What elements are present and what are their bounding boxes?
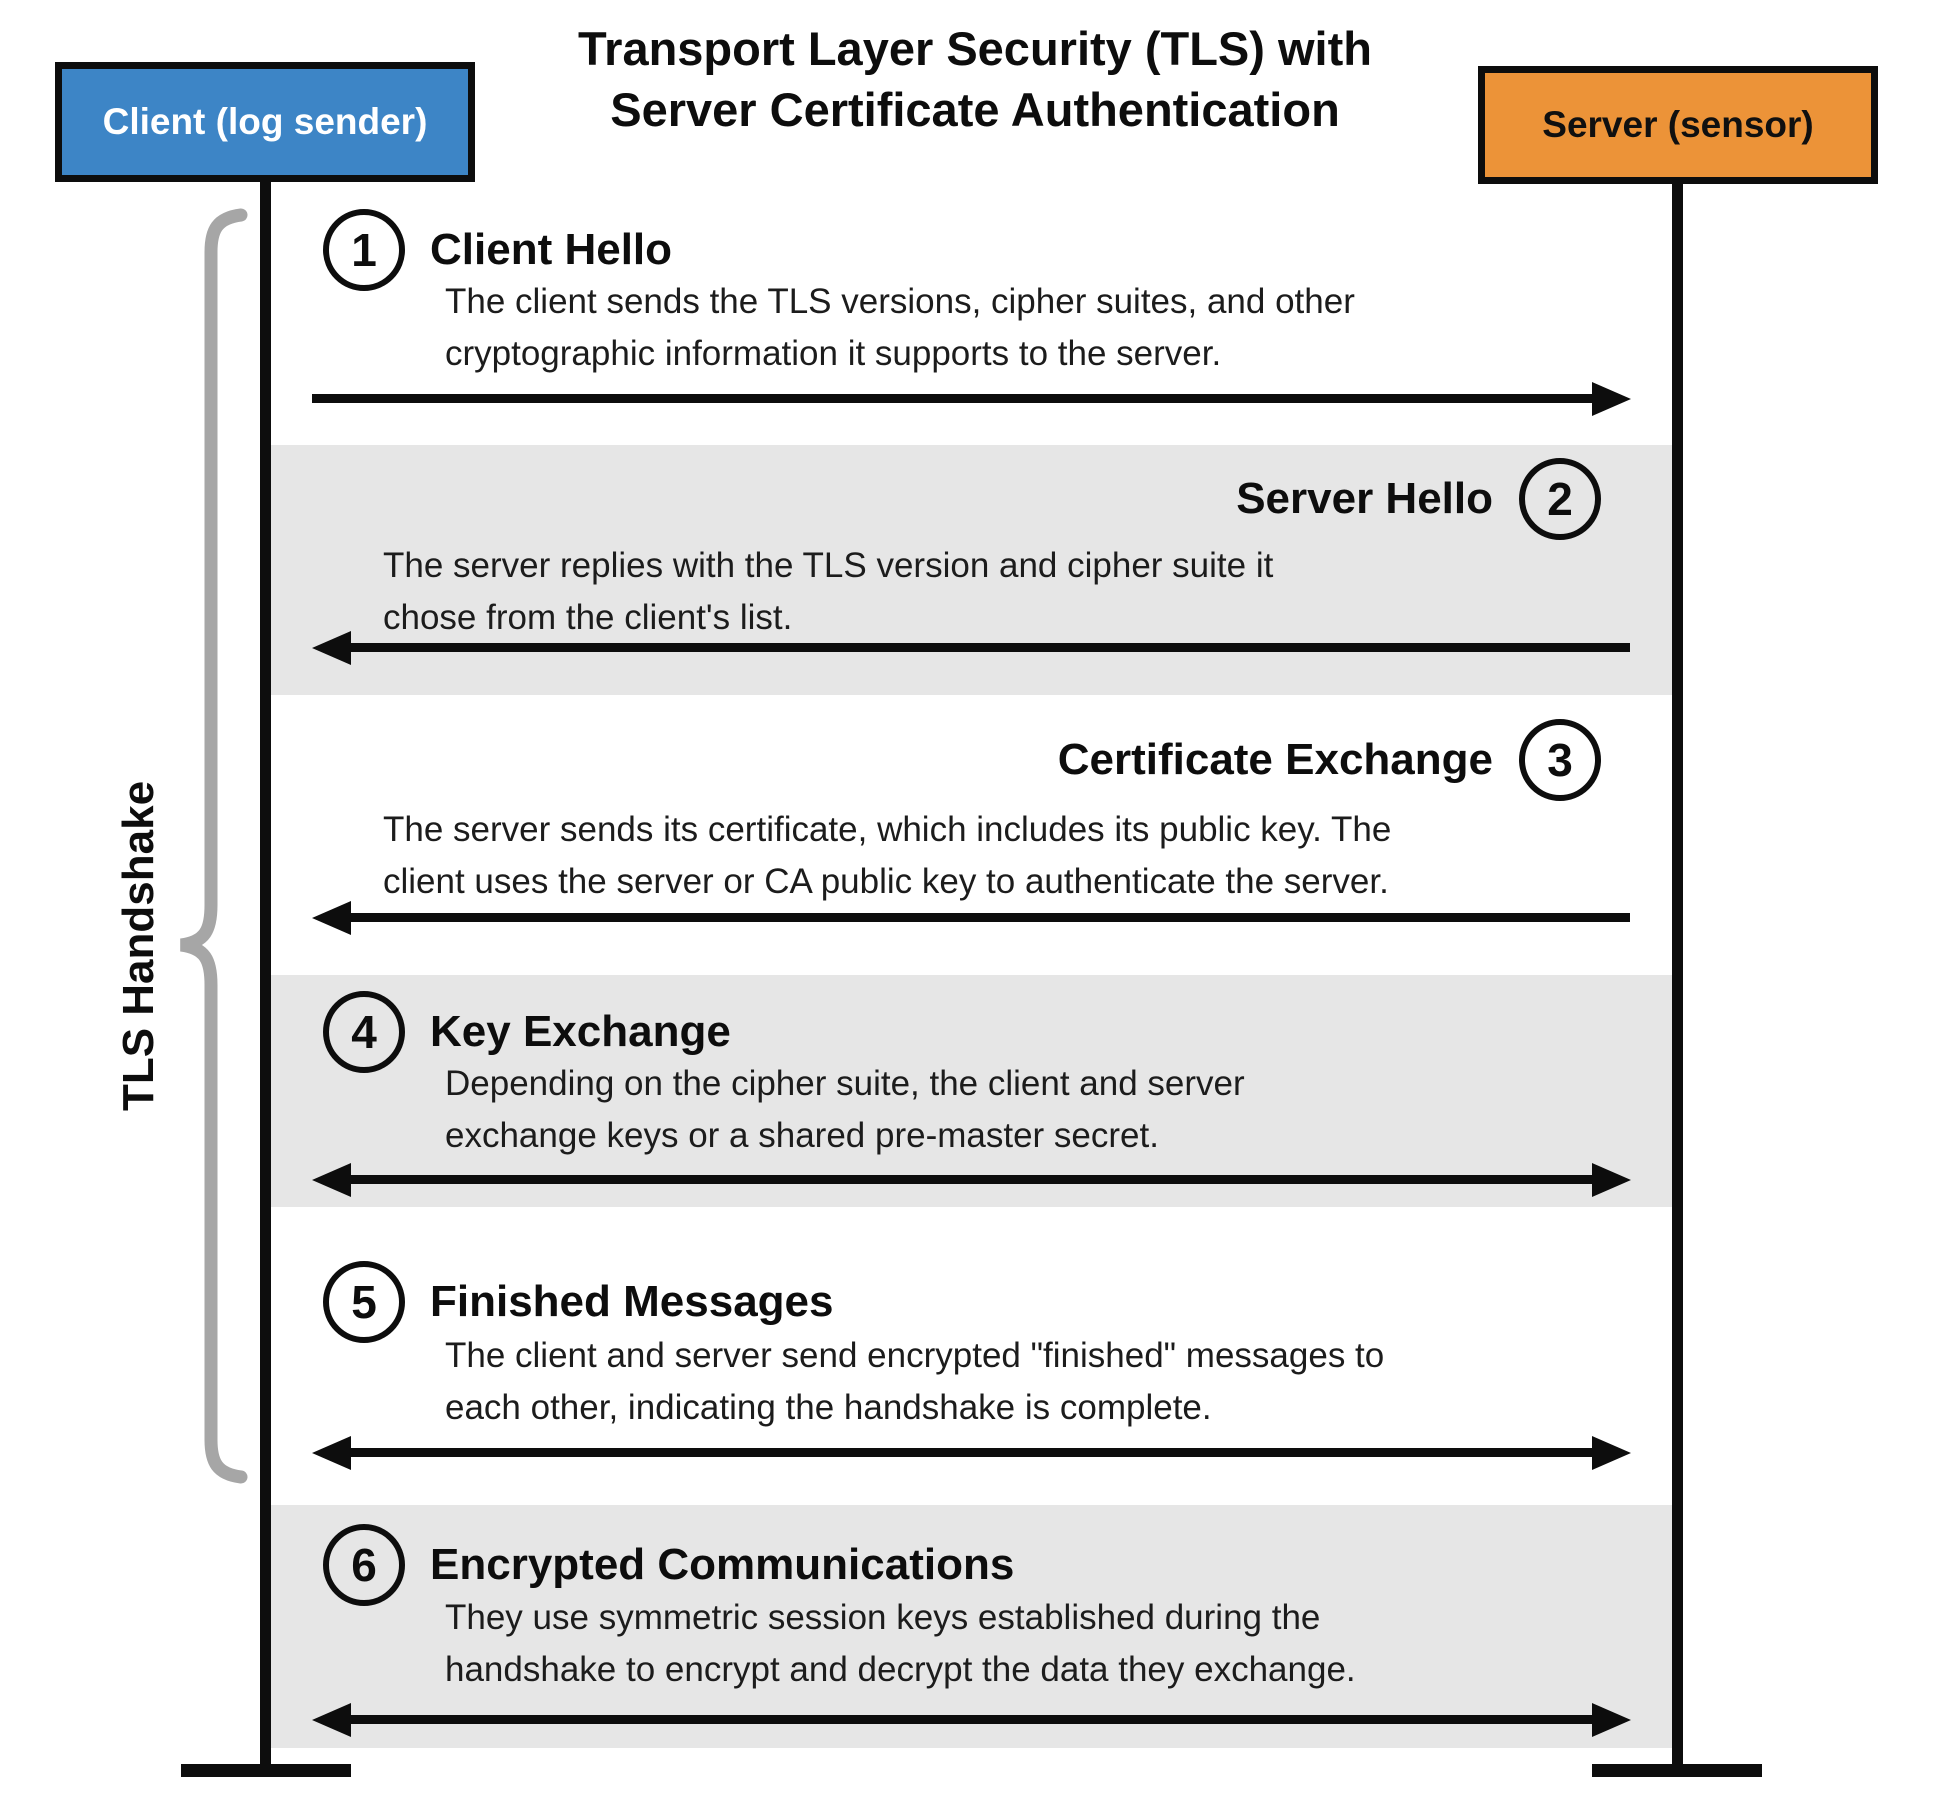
step-3-arrow-line [348, 913, 1630, 922]
server-lifeline-end-cap [1592, 1764, 1762, 1777]
client-lifeline [260, 180, 271, 1777]
step-6-arrow-line [348, 1715, 1595, 1724]
step-1-arrowhead-right-icon [1592, 382, 1631, 416]
step-6-shaded-band [271, 1505, 1673, 1748]
step-4-arrowhead-left-icon [312, 1163, 351, 1197]
step-3-arrowhead-left-icon [312, 901, 351, 935]
step-5-number-badge: 5 [323, 1261, 405, 1343]
step-6-title: Encrypted Communications [430, 1540, 1015, 1589]
client-lifeline-end-cap [181, 1764, 351, 1777]
step-4-shaded-band [271, 975, 1673, 1207]
step-4-desc-line1: Depending on the cipher suite, the clien… [445, 1064, 1245, 1103]
step-1-desc-line1: The client sends the TLS versions, ciphe… [445, 282, 1355, 321]
step-3-desc-line2: client uses the server or CA public key … [383, 862, 1389, 901]
actor-server-label: Server (sensor) [1542, 104, 1814, 145]
page-title-line1: Transport Layer Security (TLS) with [578, 22, 1372, 75]
step-1-description: The client sends the TLS versions, ciphe… [445, 276, 1355, 380]
page-title-line2: Server Certificate Authentication [610, 83, 1340, 136]
step-2-desc-line1: The server replies with the TLS version … [383, 546, 1274, 585]
step-3-number-badge: 3 [1519, 719, 1601, 801]
step-6-arrowhead-right-icon [1592, 1703, 1631, 1737]
actor-server-box: Server (sensor) [1478, 66, 1878, 184]
step-4-number-badge: 4 [323, 991, 405, 1073]
step-5-desc-line1: The client and server send encrypted "fi… [445, 1336, 1385, 1375]
step-6-desc-line2: handshake to encrypt and decrypt the dat… [445, 1650, 1356, 1689]
step-6-arrowhead-left-icon [312, 1703, 351, 1737]
step-4-title: Key Exchange [430, 1007, 731, 1056]
step-1-arrow-line [312, 394, 1595, 403]
step-4-description: Depending on the cipher suite, the clien… [445, 1058, 1245, 1162]
step-1-title: Client Hello [430, 225, 673, 274]
page-title: Transport Layer Security (TLS) with Serv… [0, 18, 1950, 140]
step-6-description: They use symmetric session keys establis… [445, 1592, 1356, 1696]
actor-client-label: Client (log sender) [102, 101, 428, 142]
step-3-title: Certificate Exchange [1057, 735, 1493, 784]
step-5-arrow-line [348, 1448, 1595, 1457]
step-2-shaded-band [271, 445, 1673, 695]
step-1-number-badge: 1 [323, 209, 405, 291]
step-5-arrowhead-right-icon [1592, 1436, 1631, 1470]
step-4-arrow-line [348, 1175, 1595, 1184]
step-4-arrowhead-right-icon [1592, 1163, 1631, 1197]
step-2-arrow-line [348, 643, 1630, 652]
step-4-desc-line2: exchange keys or a shared pre-master sec… [445, 1116, 1159, 1155]
step-2-desc-line2: chose from the client's list. [383, 598, 793, 637]
step-2-arrowhead-left-icon [312, 631, 351, 665]
step-3-description: The server sends its certificate, which … [383, 804, 1391, 908]
step-6-number-badge: 6 [323, 1524, 405, 1606]
step-5-desc-line2: each other, indicating the handshake is … [445, 1388, 1212, 1427]
actor-client-box: Client (log sender) [55, 62, 475, 182]
step-2-title: Server Hello [1236, 474, 1493, 523]
handshake-brace-label: TLS Handshake [114, 780, 163, 1112]
step-6-desc-line1: They use symmetric session keys establis… [445, 1598, 1321, 1637]
step-5-description: The client and server send encrypted "fi… [445, 1330, 1384, 1434]
step-3-desc-line1: The server sends its certificate, which … [383, 810, 1392, 849]
step-2-description: The server replies with the TLS version … [383, 540, 1273, 644]
step-2-number-badge: 2 [1519, 458, 1601, 540]
server-lifeline [1672, 182, 1683, 1777]
step-5-title: Finished Messages [430, 1277, 834, 1326]
step-5-arrowhead-left-icon [312, 1436, 351, 1470]
handshake-brace-icon [179, 208, 248, 1484]
step-1-desc-line2: cryptographic information it supports to… [445, 334, 1222, 373]
